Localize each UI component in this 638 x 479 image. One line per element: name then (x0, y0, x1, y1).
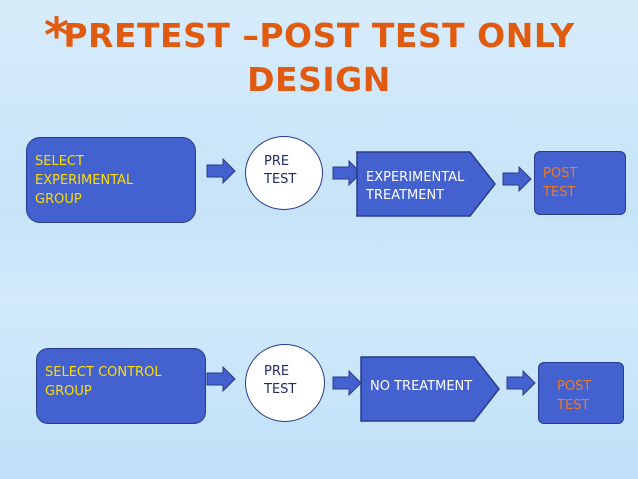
slide-title: PRETEST –POST TEST ONLY DESIGN (0, 14, 638, 102)
control-pretest-circle: PRE TEST (245, 344, 325, 422)
experimental-treatment-shape: EXPERIMENTAL TREATMENT (356, 151, 496, 217)
no-treatment-label: NO TREATMENT (370, 379, 473, 394)
experimental-pretest-circle: PRE TEST (245, 136, 323, 210)
experimental-posttest-box: POST TEST (534, 151, 626, 215)
right-arrow-icon (506, 370, 536, 396)
title-line-2: DESIGN (247, 60, 391, 99)
no-treatment-shape: NO TREATMENT (360, 356, 500, 422)
control-posttest-box: POST TEST (538, 362, 624, 424)
right-arrow-icon (206, 158, 236, 184)
select-experimental-group-box: SELECT EXPERIMENTAL GROUP (26, 137, 196, 223)
right-arrow-icon (502, 166, 532, 192)
select-control-group-box: SELECT CONTROL GROUP (36, 348, 206, 424)
right-arrow-icon (332, 370, 362, 396)
title-bullet: * (44, 8, 70, 64)
right-arrow-icon (206, 366, 236, 392)
title-line-1: PRETEST –POST TEST ONLY (63, 16, 575, 55)
experimental-treatment-label: EXPERIMENTAL TREATMENT (366, 170, 465, 203)
right-arrow-icon (332, 160, 362, 186)
